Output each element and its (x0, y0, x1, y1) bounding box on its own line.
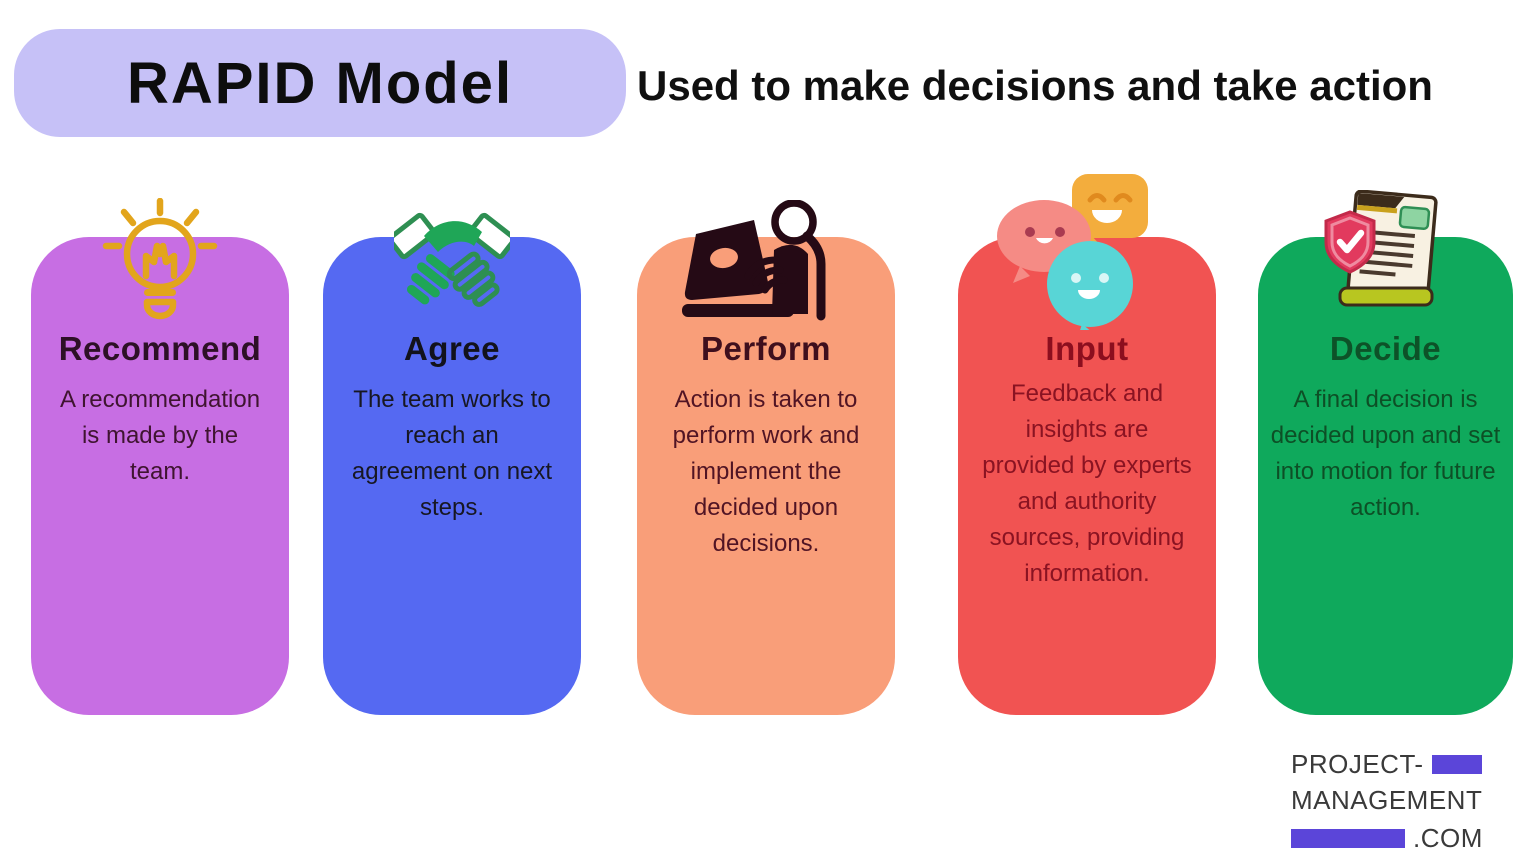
card-decide: Decide A final decision is decided upon … (1258, 189, 1513, 715)
site-logo: PROJECT- MANAGEMENT .COM (1291, 746, 1483, 856)
logo-line-2: MANAGEMENT (1291, 782, 1483, 818)
logo-text-project: PROJECT- (1291, 749, 1424, 779)
header-pill: RAPID Model (14, 29, 626, 137)
card-description: The team works to reach an agreement on … (351, 386, 553, 521)
card-title: Agree (403, 330, 501, 367)
card-title: Perform (700, 330, 832, 367)
person-laptop-icon (676, 199, 826, 327)
card-description: Feedback and insights are provided by ex… (982, 380, 1192, 587)
document-check-icon (1316, 189, 1456, 319)
page-title: RAPID Model (126, 50, 514, 116)
card-description: A recommendation is made by the team. (59, 386, 261, 485)
card-recommend: Recommend A recommendation is made by th… (31, 197, 289, 715)
card-perform: Perform Action is taken to perform work … (637, 199, 895, 715)
logo-line-3: .COM (1291, 820, 1483, 856)
card-agree: Agree The team works to reach an agreeme… (323, 212, 581, 715)
card-description: Action is taken to perform work and impl… (672, 386, 860, 557)
chat-bubbles-icon (986, 168, 1148, 340)
card-input: Input Feedback and insights are provided… (958, 174, 1216, 715)
logo-text-com: .COM (1413, 823, 1483, 853)
logo-accent-bar (1291, 828, 1405, 848)
card-title: Decide (1329, 330, 1442, 367)
lightbulb-icon (102, 197, 218, 325)
card-title: Input (1045, 330, 1129, 367)
card-title: Recommend (58, 330, 262, 367)
handshake-icon (387, 206, 517, 319)
page-subtitle: Used to make decisions and take action (637, 62, 1433, 109)
logo-line-1: PROJECT- (1291, 746, 1483, 782)
logo-accent-bar (1431, 754, 1482, 774)
card-description: A final decision is decided upon and set… (1270, 386, 1501, 521)
logo-text-management: MANAGEMENT (1291, 785, 1483, 815)
